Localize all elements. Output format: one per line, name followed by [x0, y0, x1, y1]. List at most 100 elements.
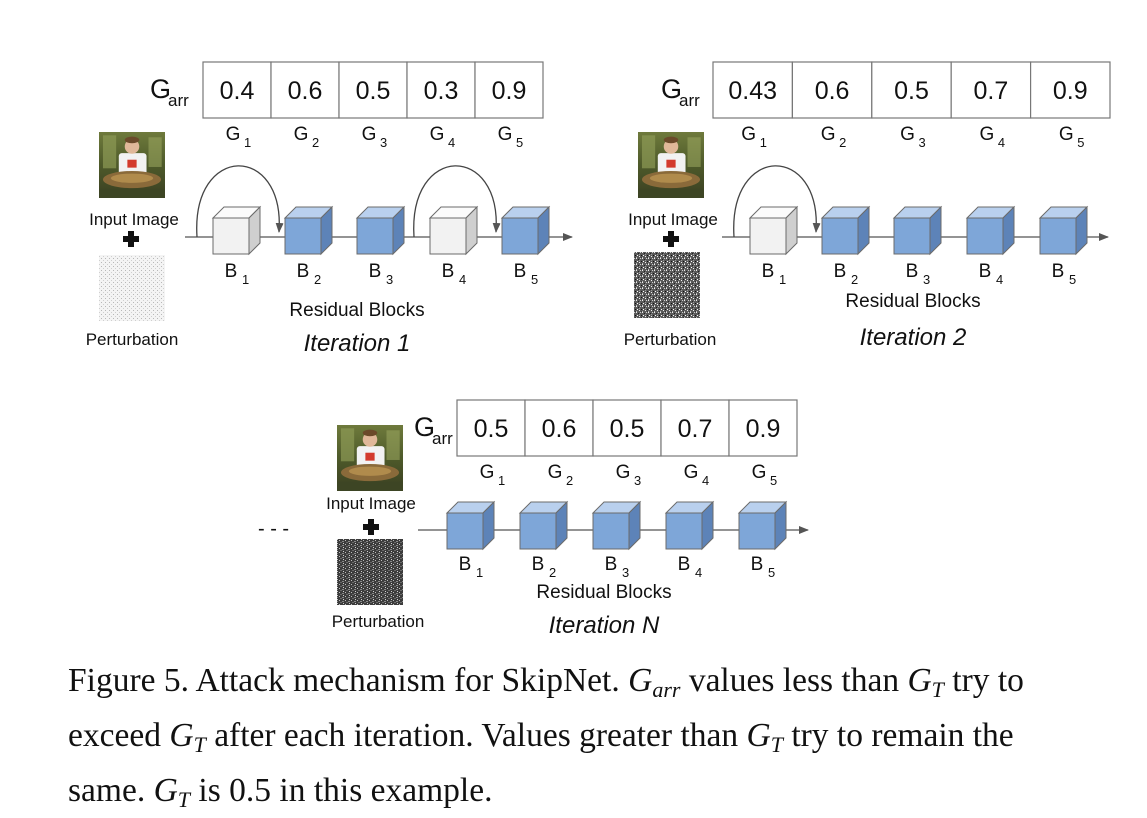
iteration-label: Iteration 2 — [860, 324, 967, 351]
garr-sub: arr — [679, 91, 700, 110]
residual-block — [737, 500, 788, 551]
block-label-letter: B — [369, 261, 382, 282]
residual-block-front — [519, 512, 557, 550]
residual-block — [355, 205, 406, 256]
gate-value: 0.7 — [974, 77, 1009, 105]
block-label-sub: 3 — [622, 565, 629, 580]
gate-label-sub: 3 — [380, 135, 387, 150]
gate-value: 0.9 — [1053, 77, 1088, 105]
gate-value: 0.43 — [728, 77, 777, 105]
block-label-sub: 5 — [1069, 272, 1076, 287]
residual-block — [1038, 205, 1089, 256]
plus-icon-v — [128, 231, 134, 247]
gate-value: 0.5 — [474, 415, 509, 443]
block-label-letter: B — [514, 261, 527, 282]
input-image-photo-foliage-right — [687, 137, 701, 167]
input-image-photo-face — [663, 139, 679, 154]
gate-label-letter: G — [430, 124, 445, 145]
input-image-label: Input Image — [326, 494, 416, 513]
block-label-sub: 2 — [851, 272, 858, 287]
gate-label-sub: 5 — [1077, 135, 1084, 150]
gate-cell — [592, 399, 662, 457]
caption-part5: is 0.5 in this example. — [198, 772, 493, 809]
caption-g: G — [169, 717, 194, 754]
block-label-letter: B — [678, 554, 691, 575]
gate-cell — [728, 399, 798, 457]
residual-block-front — [446, 512, 484, 550]
block-label-letter: B — [751, 554, 764, 575]
gate-cell — [474, 61, 544, 119]
gate-label-sub: 2 — [566, 473, 573, 488]
gate-label-letter: G — [900, 124, 915, 145]
gate-label-letter: G — [616, 462, 631, 483]
gate-label-sub: 3 — [919, 135, 926, 150]
figure-caption: Figure 5. Attack mechanism for SkipNet. … — [68, 658, 1078, 818]
gate-label-letter: G — [741, 124, 756, 145]
input-image-photo-shirt-logo — [666, 159, 676, 168]
gate-value: 0.6 — [815, 77, 850, 105]
residual-block-skipped-front — [749, 217, 787, 255]
block-label-letter: B — [834, 261, 847, 282]
input-image-photo-fish-belly — [649, 173, 693, 183]
gate-label-letter: G — [226, 124, 241, 145]
skip-arc — [733, 165, 821, 238]
input-image-photo-foliage — [340, 428, 355, 462]
input-image-photo-shirt-logo — [127, 159, 137, 168]
residual-blocks-label: Residual Blocks — [536, 582, 671, 603]
caption-g: G — [628, 662, 653, 699]
block-label-sub: 1 — [779, 272, 786, 287]
block-label-sub: 1 — [476, 565, 483, 580]
block-label-sub: 1 — [242, 272, 249, 287]
residual-block — [965, 205, 1016, 256]
gate-label-letter: G — [362, 124, 377, 145]
input-image-photo-fish-belly — [110, 173, 154, 183]
input-image-photo-shirt-logo — [365, 452, 375, 461]
gate-label-sub: 2 — [312, 135, 319, 150]
gate-value: 0.5 — [610, 415, 645, 443]
block-label-letter: B — [442, 261, 455, 282]
block-label-sub: 5 — [768, 565, 775, 580]
input-image-photo-foliage — [102, 135, 117, 169]
input-image-photo-foliage — [641, 135, 656, 169]
gate-value: 0.3 — [424, 77, 459, 105]
input-image-label: Input Image — [89, 210, 179, 229]
plus-icon — [663, 231, 679, 247]
block-label-letter: B — [605, 554, 618, 575]
gate-label-letter: G — [480, 462, 495, 483]
gate-label-sub: 1 — [760, 135, 767, 150]
gate-value: 0.9 — [492, 77, 527, 105]
caption-part1: values less than — [688, 662, 900, 699]
caption-t: T — [770, 732, 783, 757]
garr-letter: G — [150, 74, 171, 104]
perturbation-image — [634, 252, 700, 318]
garr-label: Garr — [661, 74, 700, 110]
block-label-sub: 4 — [459, 272, 466, 287]
gate-label-sub: 4 — [702, 473, 709, 488]
input-image-photo-ground — [337, 481, 403, 491]
block-label-sub: 2 — [314, 272, 321, 287]
gate-label-letter: G — [1059, 124, 1074, 145]
caption-g: G — [746, 717, 771, 754]
caption-t: T — [931, 677, 944, 702]
input-image-label: Input Image — [628, 210, 718, 229]
residual-block-skipped-front — [429, 217, 467, 255]
residual-block-skipped-front — [212, 217, 250, 255]
